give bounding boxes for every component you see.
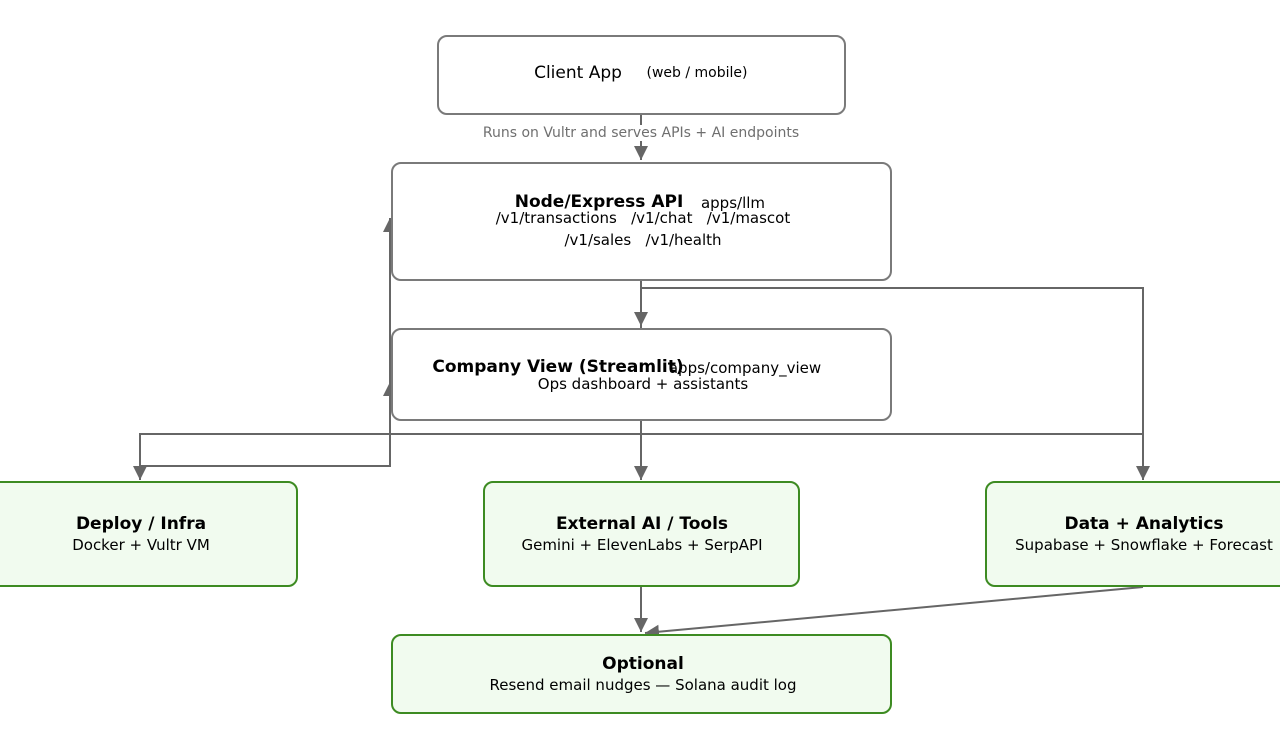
- data-analytics-subtitle: Supabase + Snowflake + Forecast: [1015, 536, 1273, 554]
- company-view-title: Company View (Streamlit): [432, 357, 684, 377]
- optional-subtitle: Resend email nudges — Solana audit log: [489, 676, 797, 694]
- edge-data-to-deploy: [133, 433, 1143, 480]
- api-tag: apps/llm: [700, 194, 766, 212]
- company-view-subtitle: Ops dashboard + assistants: [537, 375, 749, 393]
- external-ai-node: External AI / Tools Gemini + ElevenLabs …: [483, 481, 800, 587]
- edge-label: Runs on Vultr and serves APIs + AI endpo…: [480, 125, 802, 141]
- api-routes-line1: /v1/transactions /v1/chat /v1/mascot: [495, 209, 791, 227]
- client-app-title: Client App: [534, 63, 622, 83]
- edge-api-to-data: [641, 287, 1150, 480]
- edge-deploy-to-company: [139, 382, 397, 480]
- data-analytics-title: Data + Analytics: [1064, 514, 1224, 534]
- optional-title: Optional: [602, 654, 684, 674]
- api-routes-line2: /v1/sales /v1/health: [564, 231, 722, 249]
- client-app-node: Client App (web / mobile): [437, 35, 846, 115]
- deploy-infra-title: Deploy / Infra: [75, 514, 207, 534]
- optional-node: Optional Resend email nudges — Solana au…: [391, 634, 892, 714]
- external-ai-subtitle: Gemini + ElevenLabs + SerpAPI: [521, 536, 763, 554]
- company-view-node: Company View (Streamlit) apps/company_vi…: [391, 328, 892, 421]
- external-ai-title: External AI / Tools: [555, 514, 729, 534]
- api-title: Node/Express API: [514, 192, 684, 212]
- data-analytics-node: Data + Analytics Supabase + Snowflake + …: [985, 481, 1280, 587]
- client-app-subtitle: (web / mobile): [646, 65, 748, 81]
- edge-data-to-optional: [644, 586, 1144, 639]
- api-node: Node/Express API apps/llm /v1/transactio…: [391, 162, 892, 281]
- company-view-tag: apps/company_view: [668, 359, 822, 377]
- deploy-infra-subtitle: Docker + Vultr VM: [72, 536, 210, 554]
- deploy-infra-node: Deploy / Infra Docker + Vultr VM: [0, 481, 298, 587]
